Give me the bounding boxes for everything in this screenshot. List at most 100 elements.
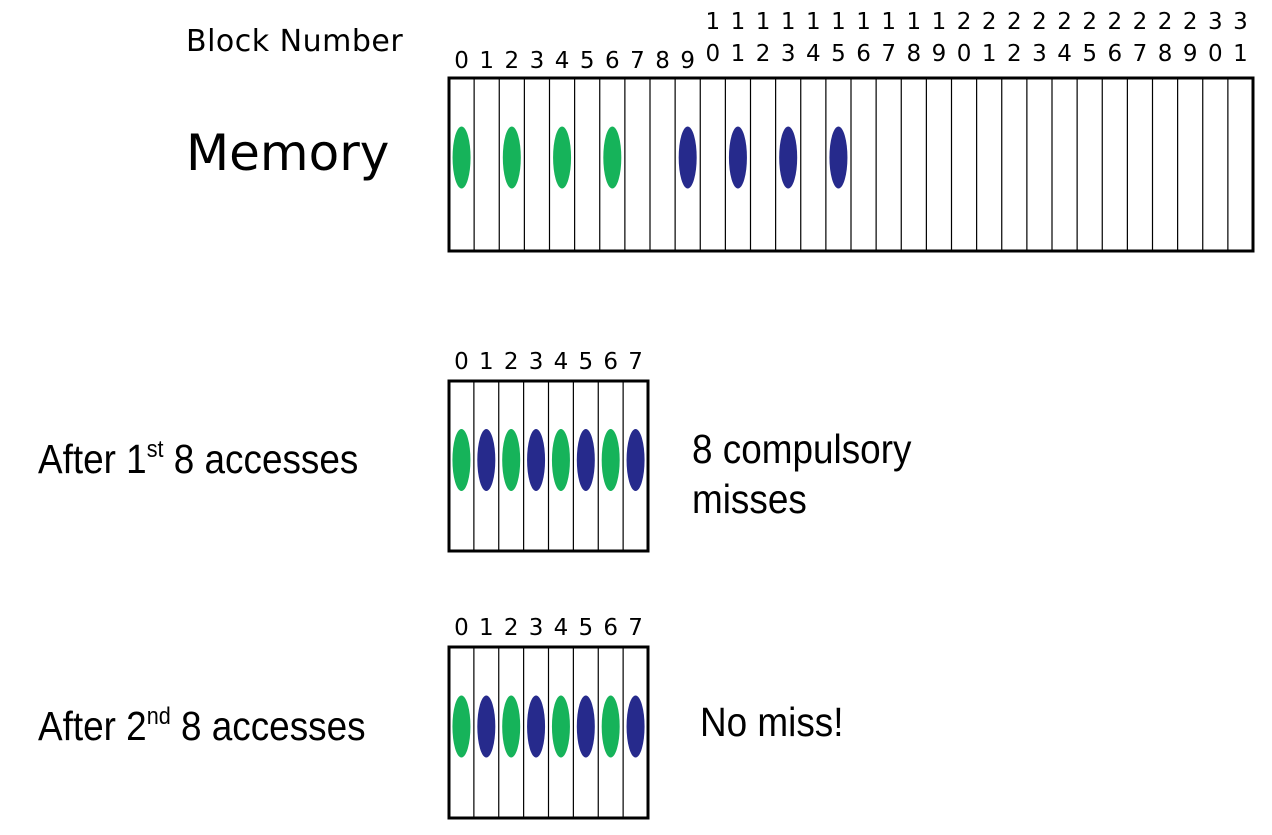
memory-block-13-marker (779, 126, 798, 189)
memory-index-label: 4 (555, 48, 570, 74)
row-label-second-suffix: 8 accesses (170, 703, 366, 749)
memory-block-11-marker (728, 126, 747, 189)
memory-index-label: 0 (957, 41, 972, 67)
cache2-index-label: 2 (504, 615, 519, 641)
cache2-index-label: 0 (454, 615, 469, 641)
memory-index-label: 8 (655, 48, 670, 74)
memory-block-15-marker (829, 126, 848, 189)
cache2-index-label: 5 (578, 615, 593, 641)
note-second-line1: No miss! (700, 699, 844, 745)
memory-index-label: 1 (731, 9, 746, 35)
row-label-second-sup: nd (146, 703, 171, 730)
memory-index-label: 2 (504, 48, 519, 74)
memory-index-label: 0 (705, 41, 720, 67)
memory-index-label: 3 (1208, 9, 1223, 35)
memory-index-label: 2 (1183, 9, 1198, 35)
memory-index-label: 4 (806, 41, 821, 67)
memory-index-label: 5 (580, 48, 595, 74)
memory-index-label: 2 (1107, 9, 1122, 35)
memory-index-label: 1 (906, 9, 921, 35)
row-label-first: After 1st 8 accesses (38, 436, 358, 483)
memory-block-6-marker (603, 126, 622, 189)
memory-index-label: 2 (982, 9, 997, 35)
memory-block-4-marker (553, 126, 572, 189)
memory-index-label: 5 (831, 41, 846, 67)
cache1-index-label: 0 (454, 349, 469, 375)
memory-index-label: 6 (856, 41, 871, 67)
memory-index-label: 6 (1107, 41, 1122, 67)
cache1-slot-7-marker (626, 429, 645, 491)
note-first: 8 compulsory misses (692, 424, 911, 524)
cache2-index-label: 3 (529, 615, 544, 641)
note-first-line1: 8 compulsory (692, 426, 912, 472)
cache1-index-label: 3 (529, 349, 544, 375)
memory-index-label: 2 (1007, 9, 1022, 35)
cache1-index-label: 7 (628, 349, 643, 375)
memory-index-label: 2 (1158, 9, 1173, 35)
memory-block-0-marker (452, 126, 471, 189)
cache1-slot-1-marker (477, 429, 496, 491)
cache2-index-label: 1 (479, 615, 494, 641)
memory-index-label: 1 (856, 9, 871, 35)
cache2-slot-3-marker (527, 695, 546, 758)
memory-index-label: 4 (1057, 41, 1072, 67)
memory-index-label: 7 (630, 48, 645, 74)
memory-index-label: 1 (756, 9, 771, 35)
note-first-line2: misses (692, 476, 807, 522)
memory-index-label: 1 (479, 48, 494, 74)
memory-index-label: 8 (906, 41, 921, 67)
memory-block-9-marker (678, 126, 697, 189)
memory-index-label: 1 (831, 9, 846, 35)
cache1-slot-2-marker (502, 429, 521, 491)
cache2-index-label: 4 (554, 615, 569, 641)
memory-index-label: 3 (530, 48, 545, 74)
cache1-slot-4-marker (551, 429, 570, 491)
cache1-index-label: 5 (578, 349, 593, 375)
memory-index-label: 1 (1233, 41, 1248, 67)
memory-index-label: 5 (1082, 41, 1097, 67)
cache1-slot-3-marker (527, 429, 546, 491)
cache2-slot-1-marker (477, 695, 496, 758)
cache2-index-label: 7 (628, 615, 643, 641)
memory-index-label: 1 (731, 41, 746, 67)
memory-index-label: 3 (1233, 9, 1248, 35)
memory-index-label: 7 (1133, 41, 1148, 67)
row-label-first-prefix: After 1 (38, 436, 147, 482)
memory-index-label: 2 (756, 41, 771, 67)
cache1-index-label: 4 (554, 349, 569, 375)
row-label-first-suffix: 8 accesses (163, 436, 359, 482)
cache1-index-label: 2 (504, 349, 519, 375)
memory-index-label: 7 (881, 41, 896, 67)
cache2-slot-4-marker (551, 695, 570, 758)
memory-index-label: 2 (1007, 41, 1022, 67)
memory-block-2-marker (502, 126, 521, 189)
memory-index-label: 0 (1208, 41, 1223, 67)
memory-index-label: 1 (806, 9, 821, 35)
cache1-index-label: 6 (603, 349, 618, 375)
cache2-slot-5-marker (576, 695, 595, 758)
memory-index-label: 6 (605, 48, 620, 74)
memory-index-label: 1 (781, 9, 796, 35)
memory-index-label: 2 (957, 9, 972, 35)
memory-index-label: 2 (1133, 9, 1148, 35)
row-label-second-prefix: After 2 (38, 703, 147, 749)
cache2-slot-7-marker (626, 695, 645, 758)
memory-index-label: 1 (932, 9, 947, 35)
block-number-label: Block Number (186, 24, 404, 59)
row-label-second: After 2nd 8 accesses (38, 703, 366, 750)
memory-index-label: 3 (781, 41, 796, 67)
note-second: No miss! (700, 697, 844, 747)
memory-index-label: 0 (454, 48, 469, 74)
cache2-slot-6-marker (601, 695, 620, 758)
memory-index-label: 9 (680, 48, 695, 74)
cache2-index-label: 6 (603, 615, 618, 641)
memory-index-label: 9 (932, 41, 947, 67)
memory-index-label: 8 (1158, 41, 1173, 67)
memory-index-label: 3 (1032, 41, 1047, 67)
memory-index-label: 1 (982, 41, 997, 67)
cache2-slot-0-marker (452, 695, 471, 758)
row-label-first-sup: st (146, 436, 164, 463)
